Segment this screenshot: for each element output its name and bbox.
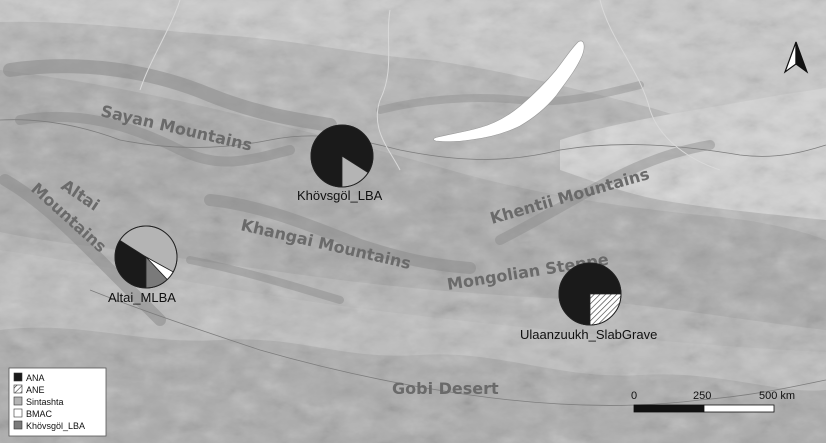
scale-bar: 0 250 500 km <box>631 390 795 413</box>
scale-bar-segment-light <box>703 404 775 413</box>
scale-label-0: 0 <box>631 390 637 402</box>
legend-item-sintashta: Sintashta <box>13 396 64 407</box>
rivers <box>139 0 721 171</box>
legend-item-bmac: BMAC <box>13 408 53 419</box>
region-label-gobi: Gobi Desert <box>392 379 499 398</box>
legend-item-ana: ANA <box>13 372 45 383</box>
legend-box <box>8 367 107 437</box>
borders <box>0 119 826 406</box>
pie-outline <box>310 124 374 188</box>
site-label-khovsgol: Khövsgöl_LBA <box>297 188 383 203</box>
site-label-ulaanzuukh: Ulaanzuukh_SlabGrave <box>520 327 657 342</box>
pie-outline <box>114 225 178 289</box>
scale-label-500: 500 km <box>759 390 795 402</box>
site-pie-ulaanzuukh <box>558 262 622 326</box>
lake-baikal <box>433 40 585 142</box>
legend: ANA ANE Sintashta BMAC Khövsgöl_LBA <box>8 367 107 437</box>
site-pie-khovsgol <box>310 124 374 188</box>
scale-bar-segment-dark <box>633 404 705 413</box>
scale-label-250: 250 <box>693 390 711 402</box>
pie-outline <box>558 262 622 326</box>
site-label-altai: Altai_MLBA <box>108 290 176 305</box>
legend-label-khovsgol: Khövsgöl_LBA <box>26 421 85 431</box>
legend-label-sintashta: Sintashta <box>26 397 64 407</box>
legend-item-khovsgol: Khövsgöl_LBA <box>13 420 85 431</box>
legend-label-ana: ANA <box>26 373 45 383</box>
site-pie-altai <box>114 225 178 289</box>
mountain-ridges <box>0 59 715 326</box>
legend-label-bmac: BMAC <box>26 409 53 419</box>
legend-item-ane: ANE <box>13 384 45 395</box>
north-arrow-icon <box>783 41 809 74</box>
legend-label-ane: ANE <box>26 385 45 395</box>
